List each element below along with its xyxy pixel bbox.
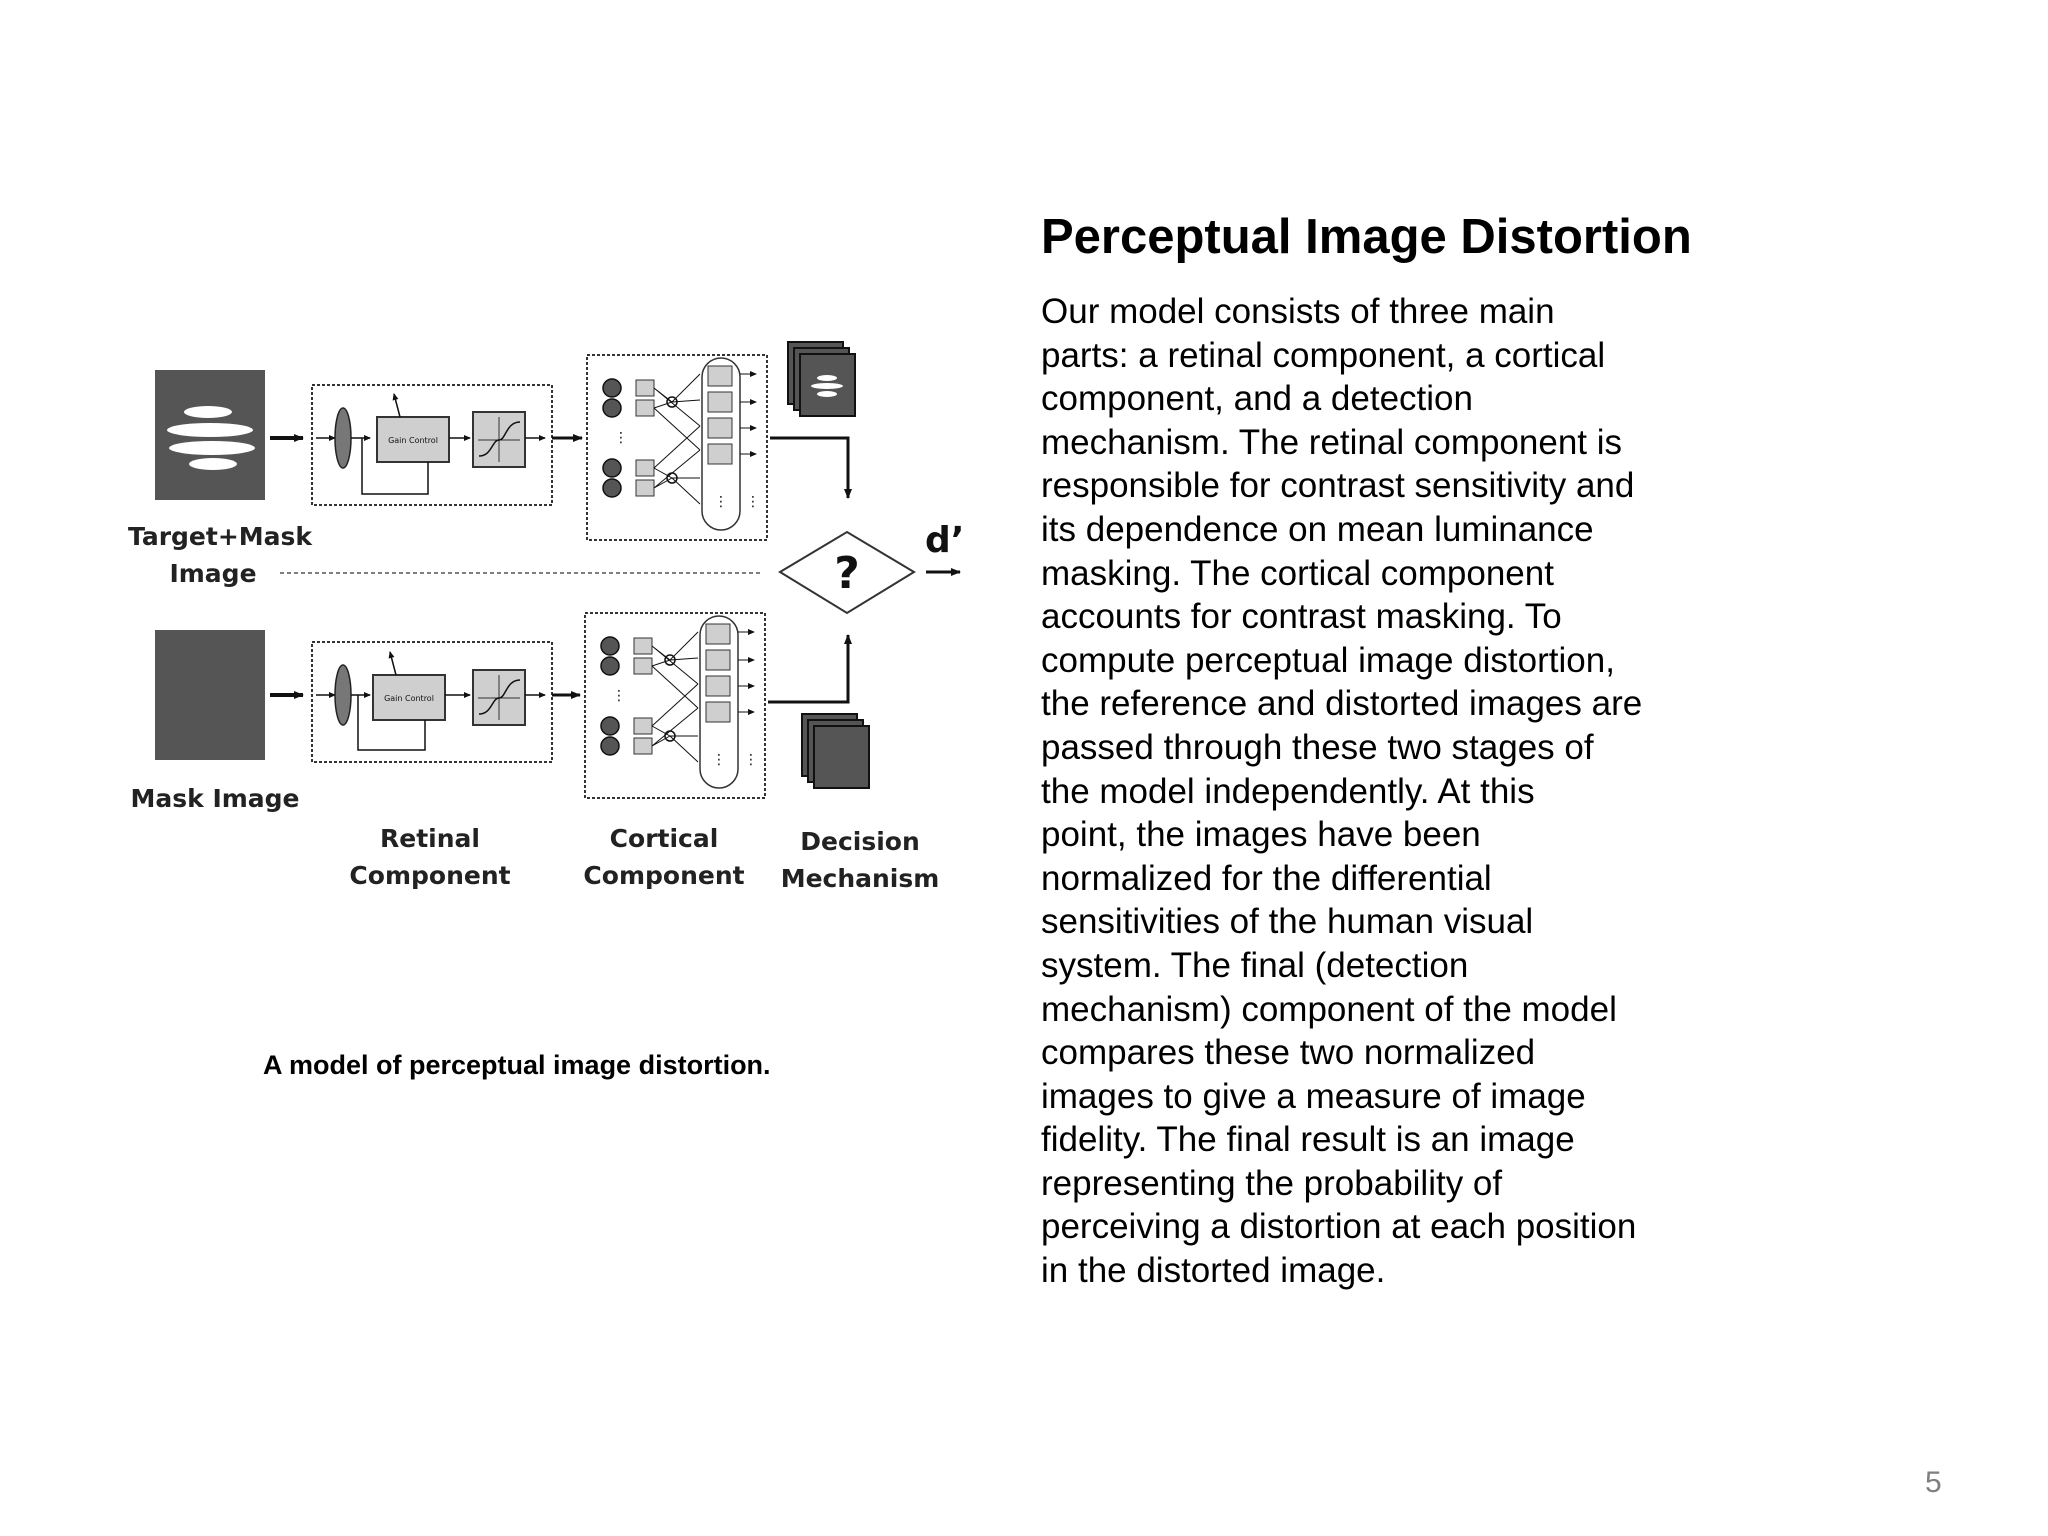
target-mask-label: Target+Mask Image — [128, 522, 313, 588]
body-text-line: compute perceptual image distortion, — [1041, 640, 1615, 680]
body-text-line: the model independently. At this — [1041, 771, 1535, 811]
cortical-to-decision-top — [770, 436, 852, 499]
output-stack-bottom — [801, 713, 870, 789]
body-text-line: accounts for contrast masking. To — [1041, 597, 1562, 637]
retinal-component-top — [311, 384, 553, 506]
target-mask-image — [155, 370, 265, 500]
svg-text:⋮: ⋮ — [746, 494, 760, 510]
svg-text:⋮: ⋮ — [714, 494, 728, 510]
body-text-line: in the distorted image. — [1041, 1251, 1386, 1291]
decision-diamond — [778, 530, 916, 615]
body-text-line: fidelity. The final result is an image — [1041, 1120, 1575, 1160]
body-text-line: mechanism. The retinal component is — [1041, 422, 1623, 462]
d-prime-label: d’ — [925, 520, 964, 561]
body-text-line: passed through these two stages of — [1041, 727, 1594, 767]
mask-image-label: Mask Image — [130, 784, 300, 813]
body-text-line: the reference and distorted images are — [1041, 684, 1643, 724]
body-text-line: its dependence on mean luminance — [1041, 509, 1594, 549]
cortical-component-label: Cortical Component — [583, 824, 745, 890]
cortical-to-decision-bottom — [768, 634, 852, 704]
cortical-component-bottom: ⋮ ⋮ ⋮ — [584, 612, 766, 799]
slide-title: Perceptual Image Distortion — [1041, 210, 1692, 264]
mask-image — [155, 630, 265, 760]
svg-text:⋮: ⋮ — [614, 430, 628, 446]
body-text-line: responsible for contrast sensitivity and — [1041, 466, 1635, 506]
body-text-line: sensitivities of the human visual — [1041, 902, 1534, 942]
gain-control-label-bottom: Gain Control — [384, 694, 434, 703]
body-text-line: Our model consists of three main — [1041, 292, 1555, 331]
svg-text:⋮: ⋮ — [712, 752, 726, 768]
body-text-line: parts: a retinal component, a cortical — [1041, 335, 1606, 375]
body-text-line: component, and a detection — [1041, 379, 1473, 419]
cortical-component-top: ⋮ ⋮ ⋮ — [586, 354, 768, 541]
svg-text:⋮: ⋮ — [612, 688, 626, 704]
body-text-line: perceiving a distortion at each position — [1041, 1207, 1637, 1247]
body-text-line: normalized for the differential — [1041, 858, 1492, 898]
svg-text:⋮: ⋮ — [744, 752, 758, 768]
body-text-line: system. The final (detection — [1041, 945, 1469, 985]
page-number: 5 — [1925, 1466, 1942, 1499]
retinal-component-bottom — [311, 641, 553, 763]
gain-control-label-top: Gain Control — [388, 436, 438, 445]
body-text-line: images to give a measure of image — [1041, 1076, 1586, 1116]
body-text-line: mechanism) component of the model — [1041, 989, 1617, 1029]
figure-caption: A model of perceptual image distortion. — [263, 1050, 771, 1080]
output-stack-top — [787, 341, 856, 417]
body-text-line: point, the images have been — [1041, 815, 1481, 855]
retinal-component-label: Retinal Component — [349, 824, 511, 890]
decision-mechanism-label: Decision Mechanism — [780, 827, 940, 893]
decision-question-mark: ? — [834, 548, 860, 599]
diagram-graphic: ⋮ ⋮ ⋮ ⋮ — [155, 341, 964, 799]
body-text-line: representing the probability of — [1041, 1163, 1503, 1203]
perceptual-model-diagram: ⋮ ⋮ ⋮ ⋮ — [120, 330, 1000, 920]
body-text-line: compares these two normalized — [1041, 1033, 1536, 1073]
body-paragraph: Our model consists of three main parts: a… — [1041, 290, 1801, 1293]
body-text-line: masking. The cortical component — [1041, 553, 1554, 593]
